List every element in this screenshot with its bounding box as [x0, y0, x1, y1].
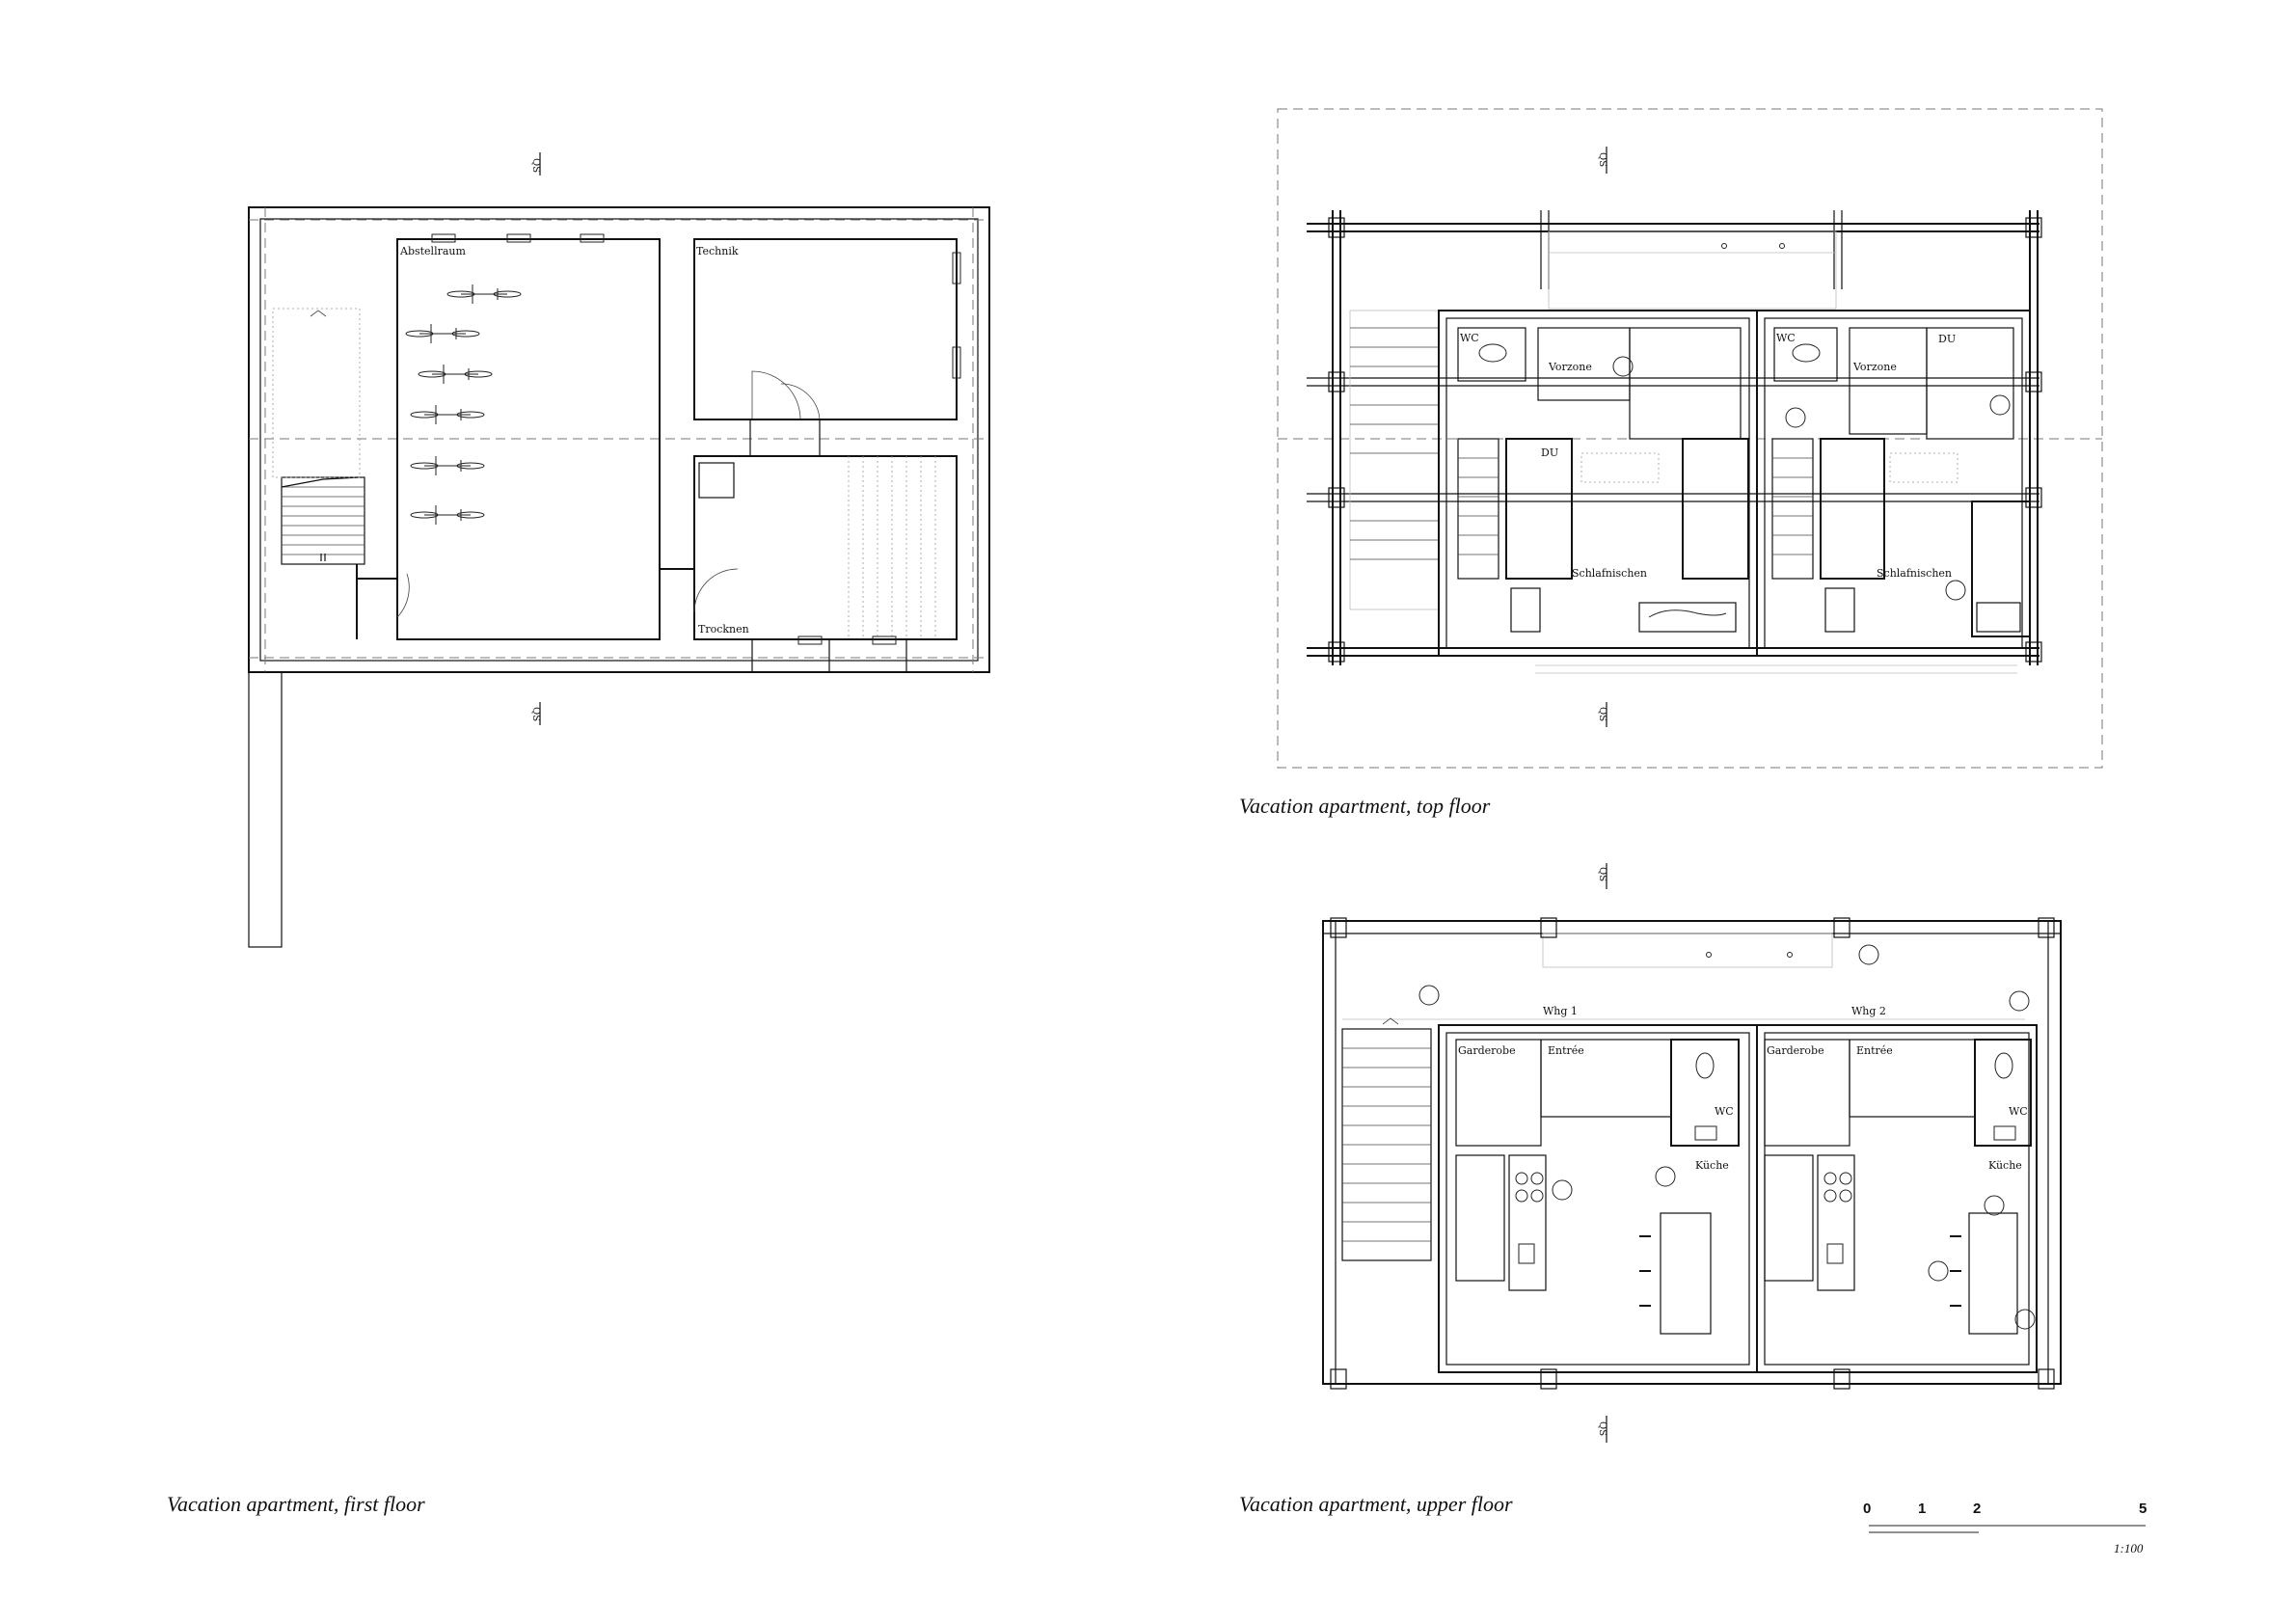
section-marker-bottom: QS [1597, 1416, 1607, 1443]
room-label-entree-2: Entrée [1856, 1044, 1893, 1057]
scale-tick-5: 5 [2139, 1501, 2147, 1517]
person-icon [1418, 985, 1440, 1006]
person-icon [1928, 1260, 1949, 1282]
person-icon [2009, 990, 2030, 1012]
person-icon [1989, 394, 2011, 416]
log-wall-grid [1307, 210, 2039, 665]
bicycle-icon [410, 505, 485, 525]
room-label-wc-u2: WC [2009, 1105, 2028, 1118]
room-label-whg2: Whg 2 [1851, 1005, 1886, 1017]
person-icon [1984, 1195, 2005, 1216]
room-label-kuche-2: Küche [1988, 1159, 2022, 1172]
room-label-garderobe-1: Garderobe [1458, 1044, 1516, 1057]
scale-ratio: 1:100 [2114, 1541, 2144, 1555]
person-icon [2014, 1309, 2036, 1330]
first-floor-stair [272, 308, 365, 565]
person-icon [1612, 356, 1634, 377]
upper-floor-plan: QS QS [1322, 863, 2062, 1443]
room-label-whg1: Whg 1 [1543, 1005, 1578, 1017]
person-icon [1552, 1179, 1573, 1201]
trocknen-room: Trocknen [660, 455, 958, 672]
technik-room: Technik [693, 238, 961, 457]
room-label-du-1: DU [1541, 446, 1558, 459]
scale-tick-2: 2 [1973, 1501, 1981, 1517]
section-marker-top: QS [530, 152, 541, 176]
bicycle-icon [410, 405, 485, 424]
upper-unit-2: Whg 2 Garderobe Entrée WC Küche [1756, 1005, 2038, 1373]
abstellraum-room: Abstellraum [356, 233, 661, 640]
room-label-schlafnischen-2: Schlafnischen [1877, 567, 1952, 580]
person-icon [1655, 1166, 1676, 1187]
log-posts [1328, 217, 2042, 663]
section-marker-label: QS [1597, 152, 1607, 167]
room-label-entree-1: Entrée [1548, 1044, 1584, 1057]
section-marker-label: QS [530, 707, 541, 721]
room-label-wc-1: WC [1460, 332, 1479, 344]
upper-outer-walls [1322, 920, 2062, 1385]
person-icon [1785, 407, 1806, 428]
top-floor-unit-1: WC Vorzone DU Schlafnischen [1438, 310, 1758, 657]
section-marker-label: QS [1597, 707, 1607, 721]
room-label-technik: Technik [696, 245, 739, 257]
outer-walls [248, 206, 990, 673]
person-icon [1858, 944, 1879, 965]
bicycle-icon [446, 284, 522, 304]
scale-bar: 0 1 2 5 1:100 [1863, 1501, 2147, 1555]
room-label-abstellraum: Abstellraum [399, 245, 466, 257]
caption-first-floor: Vacation apartment, first floor [167, 1492, 425, 1516]
section-marker-label: QS [1597, 1421, 1607, 1436]
bicycle-group [405, 284, 522, 525]
section-marker-top: QS [1597, 863, 1607, 889]
room-label-kuche-1: Küche [1695, 1159, 1729, 1172]
room-label-vorzone-2: Vorzone [1852, 361, 1897, 373]
top-floor-unit-2: WC Vorzone DU Schlafnischen [1756, 310, 2031, 657]
section-marker-bottom: QS [530, 702, 541, 725]
bicycle-icon [410, 456, 485, 475]
room-label-wc-u1: WC [1715, 1105, 1734, 1118]
top-floor-stair [1349, 310, 1440, 610]
upper-log-posts [1330, 917, 2055, 1390]
room-label-trocknen: Trocknen [698, 623, 749, 636]
top-floor-plan: QS QS [1239, 108, 2103, 818]
caption-upper-floor: Vacation apartment, upper floor [1239, 1492, 1513, 1516]
scale-tick-1: 1 [1918, 1501, 1926, 1517]
room-label-garderobe-2: Garderobe [1767, 1044, 1824, 1057]
room-label-wc-2: WC [1776, 332, 1796, 344]
upper-floor-stair [1341, 1017, 1432, 1261]
section-marker-top: QS [1597, 147, 1607, 174]
first-floor-plan: QS QS [248, 152, 990, 948]
section-marker-bottom: QS [1597, 702, 1607, 727]
exterior-ramp [248, 671, 283, 948]
room-label-schlafnischen-1: Schlafnischen [1572, 567, 1647, 580]
scale-tick-0: 0 [1863, 1501, 1871, 1517]
section-marker-label: QS [1597, 867, 1607, 881]
section-marker-label: QS [530, 158, 541, 173]
bicycle-icon [418, 365, 493, 384]
sleeping-person-icon [1648, 609, 1727, 618]
upper-unit-1: Whg 1 Garderobe Entrée WC Küche [1438, 1005, 1758, 1373]
room-label-vorzone-1: Vorzone [1548, 361, 1592, 373]
person-icon [1945, 580, 1966, 601]
caption-top-floor: Vacation apartment, top floor [1239, 794, 1491, 818]
bicycle-icon [405, 324, 480, 343]
room-label-du-2: DU [1938, 333, 1956, 345]
